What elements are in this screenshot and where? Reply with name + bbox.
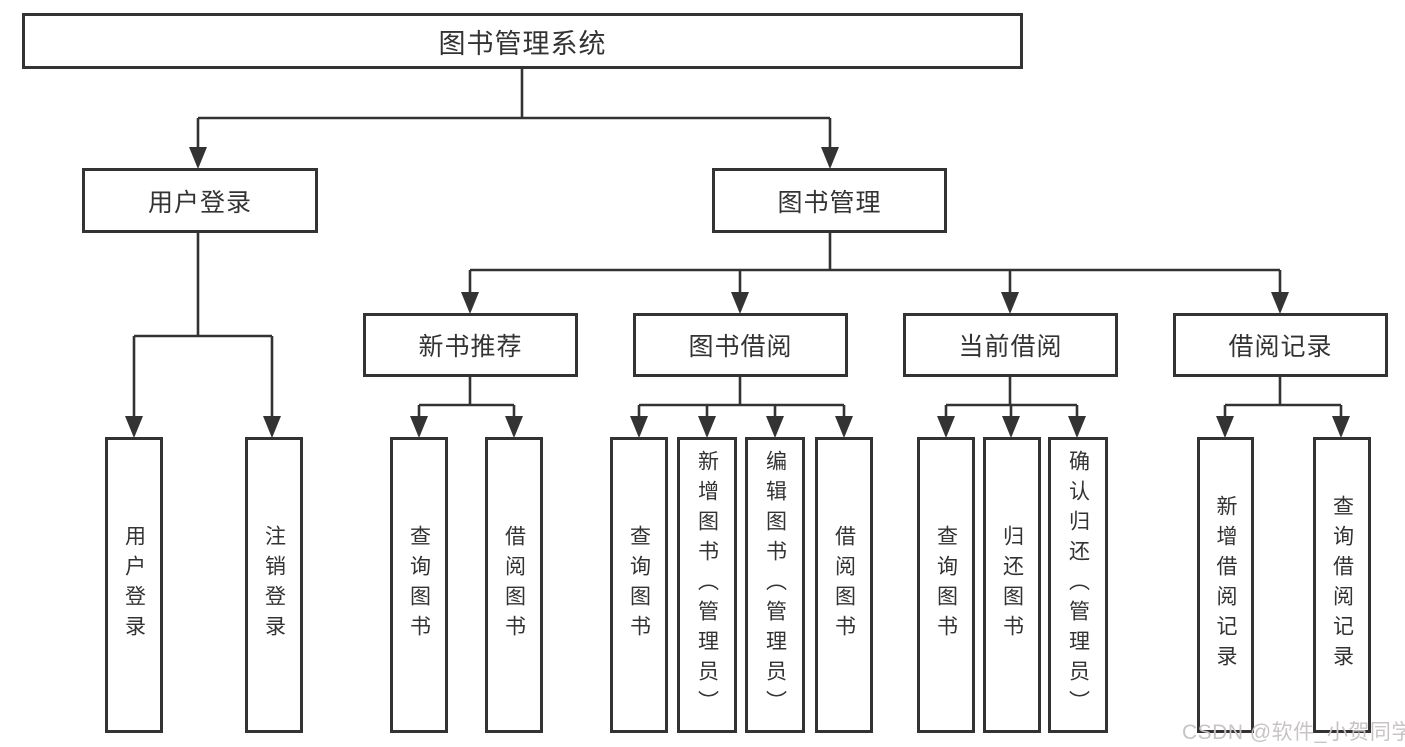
arrowhead: [1216, 416, 1234, 438]
leaf-newbook-query-books: 查询图书: [390, 437, 448, 733]
arrowhead: [1001, 292, 1019, 314]
arrowhead: [1002, 416, 1020, 438]
leaf-label: 查询图书: [934, 525, 958, 645]
node-user-login: 用户登录: [82, 168, 318, 233]
arrowhead: [731, 292, 749, 314]
leaf-label: 确认归还（管理员）: [1066, 450, 1090, 720]
leaf-label: 用户登录: [122, 525, 146, 645]
leaf-user-login: 用户登录: [105, 437, 163, 733]
leaf-label: 新增借阅记录: [1214, 495, 1237, 675]
leaf-borrowing-add-books-admin: 新增图书（管理员）: [677, 437, 737, 733]
leaf-newbook-borrow-books: 借阅图书: [485, 437, 543, 733]
arrowhead: [937, 416, 955, 438]
node-library-management-system: 图书管理系统: [22, 13, 1023, 69]
leaf-label: 查询图书: [627, 525, 651, 645]
leaf-current-return-books: 归还图书: [983, 437, 1041, 733]
leaf-label: 借阅图书: [832, 525, 856, 645]
arrowhead: [698, 416, 716, 438]
arrowhead: [630, 416, 648, 438]
arrowhead: [1332, 416, 1350, 438]
leaf-record-add-borrow-record: 新增借阅记录: [1197, 437, 1254, 733]
arrowhead: [189, 147, 207, 169]
node-book-borrowing: 图书借阅: [633, 313, 848, 377]
leaf-label: 新增图书（管理员）: [695, 450, 719, 720]
arrowhead: [505, 416, 523, 438]
leaf-label: 借阅图书: [502, 525, 526, 645]
leaf-borrowing-query-books: 查询图书: [610, 437, 668, 733]
csdn-watermark: CSDN @软件_小贺同学: [1182, 721, 1405, 744]
leaf-borrowing-borrow-books: 借阅图书: [815, 437, 873, 733]
arrowhead: [821, 147, 839, 169]
arrowhead: [1068, 416, 1086, 438]
leaf-current-query-books: 查询图书: [917, 437, 975, 733]
leaf-label: 归还图书: [1000, 525, 1024, 645]
arrowhead: [835, 416, 853, 438]
leaf-borrowing-edit-books-admin: 编辑图书（管理员）: [745, 437, 805, 733]
arrowhead: [125, 416, 143, 438]
leaf-label: 查询借阅记录: [1330, 495, 1354, 675]
node-new-book-recommendation: 新书推荐: [363, 313, 578, 377]
leaf-logout: 注销登录: [245, 437, 303, 733]
node-borrowing-records: 借阅记录: [1173, 313, 1388, 377]
leaf-current-confirm-return-admin: 确认归还（管理员）: [1048, 437, 1108, 733]
node-book-management: 图书管理: [712, 168, 947, 233]
arrowhead: [410, 416, 428, 438]
node-current-borrowing: 当前借阅: [903, 313, 1118, 377]
arrowhead: [461, 292, 479, 314]
arrowhead: [766, 416, 784, 438]
leaf-label: 编辑图书（管理员）: [763, 450, 787, 720]
leaf-label: 注销登录: [262, 525, 286, 645]
leaf-record-query-borrow-record: 查询借阅记录: [1313, 437, 1371, 733]
leaf-label: 查询图书: [407, 525, 431, 645]
arrowhead: [263, 416, 281, 438]
arrowhead: [1271, 292, 1289, 314]
